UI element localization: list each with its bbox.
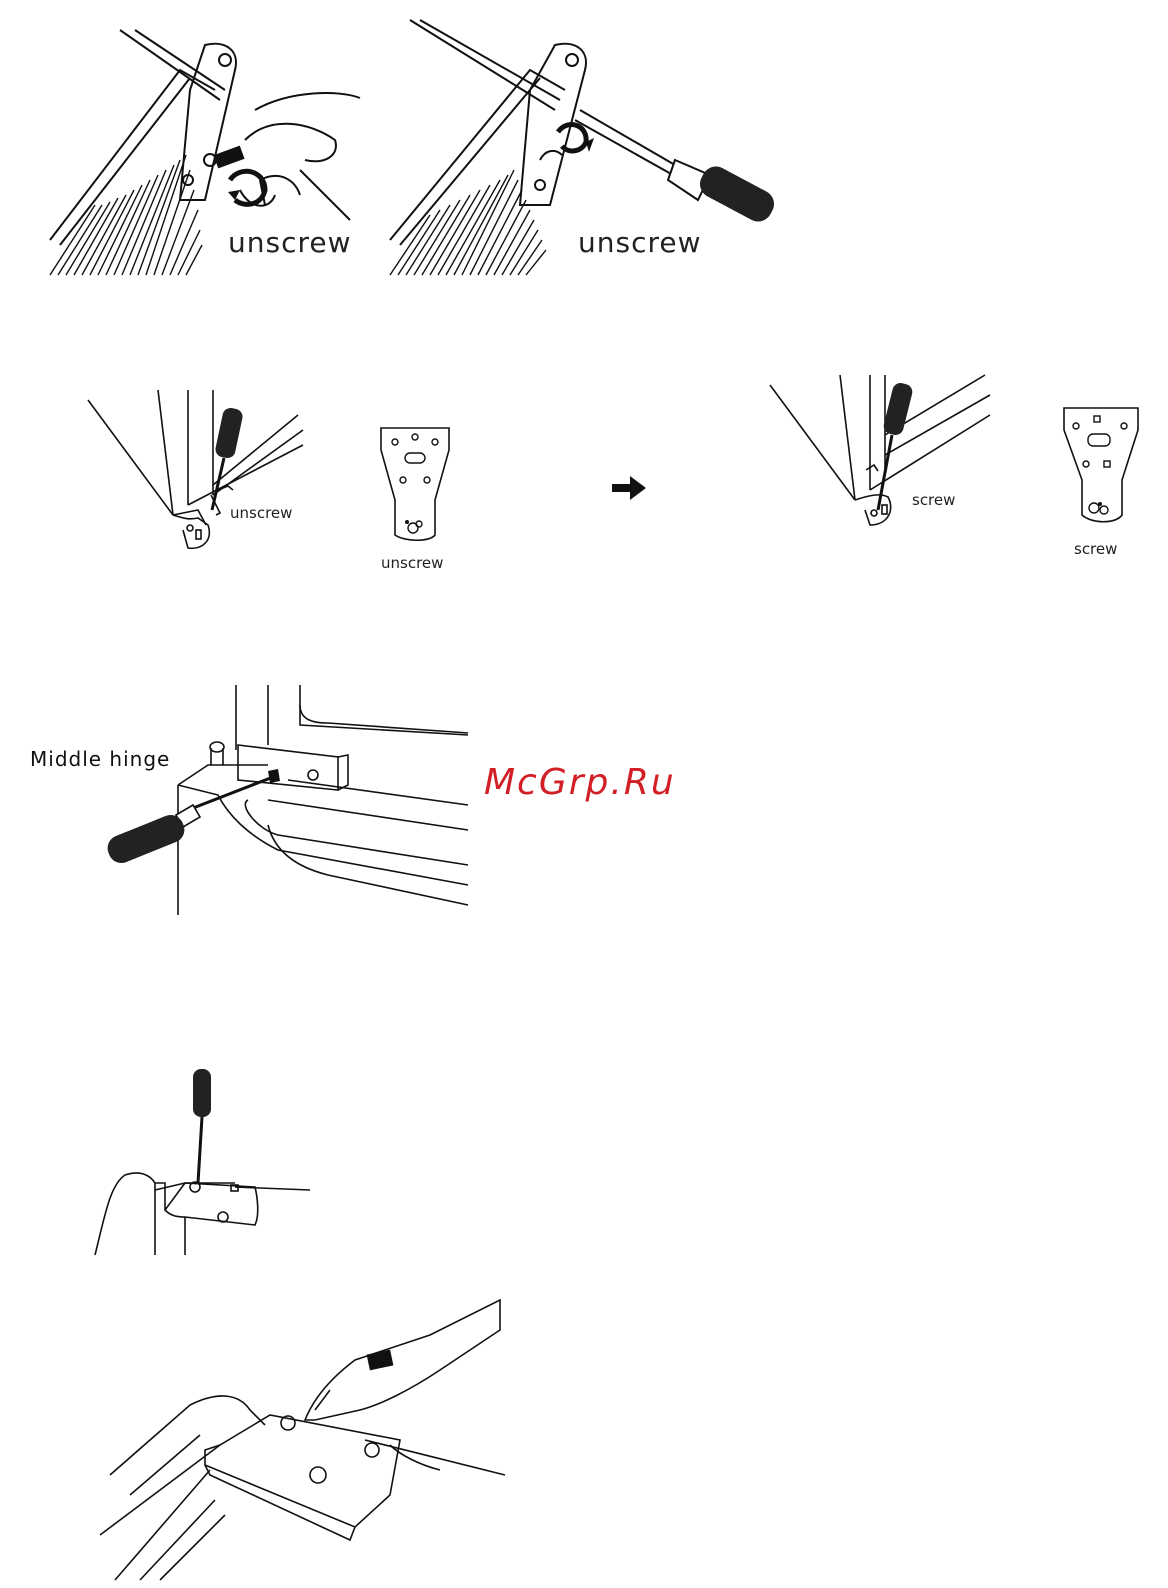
- unscrew-label-top-left: unscrew: [228, 226, 352, 259]
- watermark-text: McGrp.Ru: [484, 762, 676, 803]
- figure-hinge-plate-unscrew: unscrew: [375, 420, 455, 580]
- figure-bottom-hinge-screw: screw: [770, 375, 1000, 545]
- right-arrow-icon: [612, 476, 646, 504]
- bottom-hinge-screw-illustration: [770, 375, 1000, 545]
- unscrew-label-hinge-plate: unscrew: [381, 554, 443, 572]
- figure-top-hinge-screwdriver: unscrew: [390, 20, 790, 280]
- figure-hinge-plate-screwdriver: [95, 1065, 315, 1260]
- screw-label-hinge-plate: screw: [1074, 540, 1117, 558]
- unscrew-label-top-right: unscrew: [578, 226, 702, 259]
- screw-label-bottom-hinge: screw: [912, 491, 955, 509]
- bottom-hinge-unscrew-illustration: [88, 390, 318, 560]
- figure-middle-hinge: Middle hinge: [28, 685, 478, 920]
- middle-hinge-label: Middle hinge: [30, 747, 170, 771]
- figure-bottom-hinge-closeup: [100, 1295, 505, 1585]
- figure-bottom-hinge-unscrew: unscrew: [88, 390, 318, 560]
- unscrew-label-bottom-hinge: unscrew: [230, 504, 292, 522]
- bottom-hinge-closeup-illustration: [100, 1295, 505, 1585]
- figure-hinge-plate-screw: screw: [1058, 400, 1148, 565]
- middle-hinge-illustration: [28, 685, 478, 920]
- hinge-plate-screwdriver-illustration: [95, 1065, 315, 1260]
- figure-top-hinge-wrench: unscrew: [40, 30, 370, 280]
